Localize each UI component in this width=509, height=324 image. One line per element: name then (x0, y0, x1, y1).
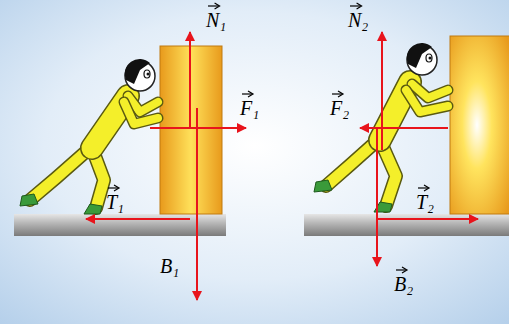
leg (30, 148, 90, 200)
force-vector (376, 128, 378, 266)
vector-arrow (242, 93, 252, 94)
vector-arrow (208, 5, 219, 6)
force-label: N₂ (348, 2, 368, 30)
force-vector (378, 218, 478, 220)
force-label: B₁ (160, 248, 179, 276)
vector-arrowhead (424, 185, 429, 191)
shoe (84, 204, 102, 214)
vector-arrowhead (248, 91, 253, 97)
vector-arrow (332, 93, 342, 94)
vector-arrowhead (402, 267, 407, 273)
crate (450, 36, 509, 214)
hair (407, 43, 432, 68)
arm (124, 102, 158, 124)
force-vector (189, 32, 191, 128)
ground (14, 214, 226, 236)
vector-arrowhead (338, 91, 343, 97)
vector-arrow (108, 187, 118, 188)
force-vector (360, 127, 448, 129)
arm (406, 90, 448, 112)
eye (426, 54, 432, 62)
vector-arrowhead (357, 3, 362, 9)
shoe (314, 180, 332, 192)
force-vector (150, 127, 246, 129)
arm (406, 90, 448, 112)
force-label: T₁ (106, 184, 124, 212)
vector-arrowhead (114, 185, 119, 191)
person (20, 59, 158, 214)
arm (124, 102, 158, 124)
force-vector (86, 218, 190, 220)
vector-arrowhead (215, 3, 220, 9)
force-vector (381, 32, 383, 150)
eye (144, 70, 150, 78)
leg (30, 148, 90, 200)
force-label: F₁ (240, 90, 259, 118)
force-label: N₁ (206, 2, 226, 30)
force-label: T₂ (416, 184, 434, 212)
vector-arrow (396, 269, 406, 270)
ground (304, 214, 509, 236)
arm (412, 84, 448, 98)
eye (147, 73, 150, 76)
force-vector (196, 108, 198, 300)
force-label: B₂ (394, 266, 413, 294)
arm (412, 84, 448, 98)
vector-arrow (350, 5, 361, 6)
vector-arrow (418, 187, 428, 188)
hair (125, 59, 150, 84)
eye (429, 57, 432, 60)
shoe (20, 194, 38, 206)
force-label: F₂ (330, 90, 349, 118)
